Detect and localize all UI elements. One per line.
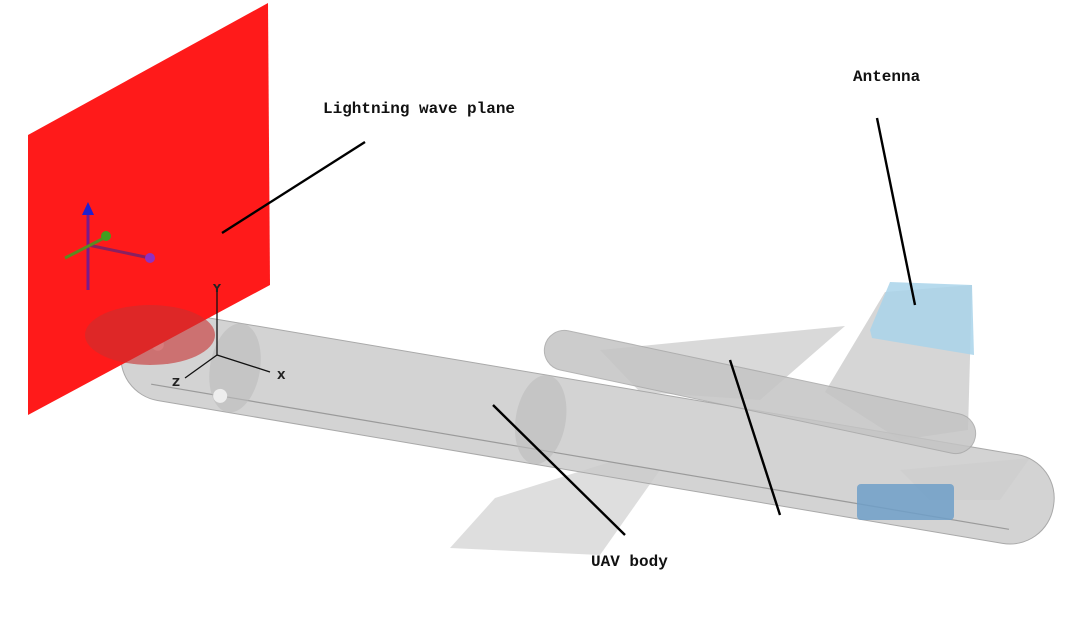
axis-z-label: Z (172, 376, 180, 389)
label-antenna: Antenna (853, 68, 921, 86)
upper-pod (543, 329, 977, 455)
leader-uav-body-2 (728, 359, 782, 516)
leader-lines (221, 117, 917, 536)
label-lightning-wave-plane: Lightning wave plane (323, 100, 516, 118)
axis-y-label: Y (212, 282, 222, 295)
axis-x-label: X (277, 369, 286, 382)
leader-antenna (875, 117, 917, 306)
fuselage-shadow (85, 305, 215, 365)
global-axes (184, 290, 271, 379)
lower-wing (450, 462, 660, 555)
wave-axis-triad (64, 202, 155, 290)
lightning-wave-plane (28, 3, 270, 415)
leader-uav-body-1 (492, 404, 626, 536)
antenna (870, 282, 974, 355)
equipment-box (857, 484, 954, 520)
leader-wave-plane (221, 140, 366, 235)
label-uav-body: UAV body (591, 553, 668, 571)
